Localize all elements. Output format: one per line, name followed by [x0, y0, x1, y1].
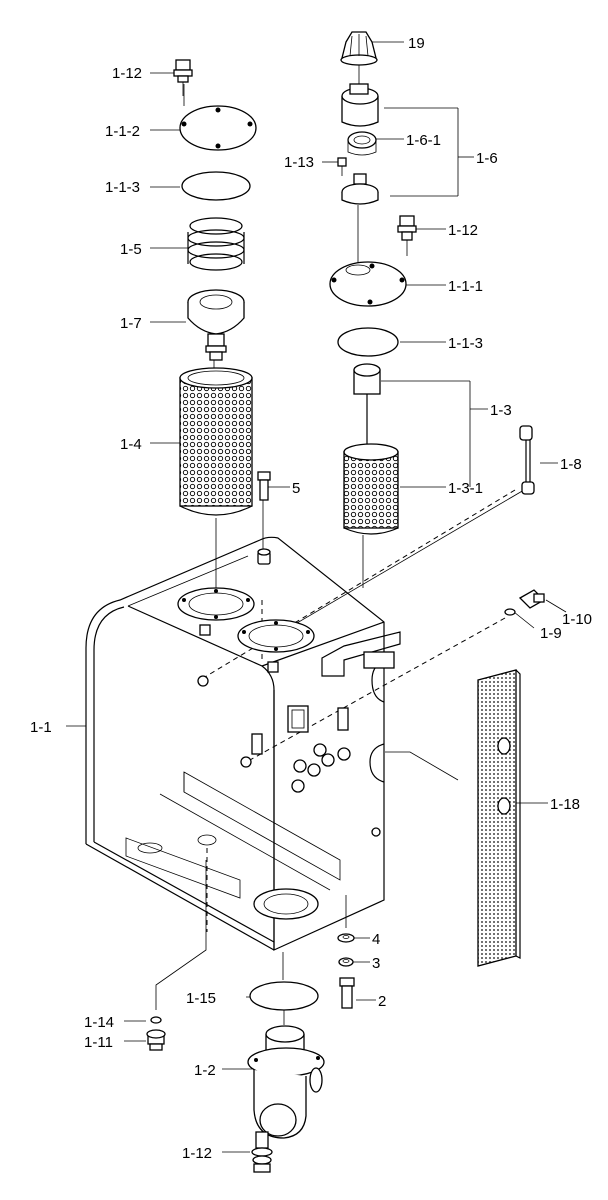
gasket-plate-1-18: [477, 669, 521, 967]
element-1-6-1: [347, 131, 377, 156]
tank-body: [85, 536, 401, 951]
bolt-1-12-mid: [397, 215, 417, 256]
screw-1-13: [337, 157, 347, 176]
washer-4: [337, 933, 355, 943]
level-gauge-1-8: [519, 425, 535, 495]
part-labels: 19 1-12 1-1-2 1-6-1 1-13 1-6 1-1-3 1-5 1…: [30, 35, 592, 1162]
label-4: 4: [372, 931, 380, 948]
breather-1-6: [341, 83, 379, 127]
label-1-13: 1-13: [284, 154, 314, 171]
sensor-1-10: [518, 589, 546, 609]
bolt-2: [339, 977, 355, 1009]
leader-lines: [66, 41, 567, 1153]
label-1-3: 1-3: [490, 402, 512, 419]
spring-1-5: [187, 217, 245, 271]
label-1-6: 1-6: [476, 150, 498, 167]
label-1-12-bottom: 1-12: [182, 1145, 212, 1162]
label-1-1: 1-1: [30, 719, 52, 736]
washer-3: [338, 957, 354, 967]
label-3: 3: [372, 955, 380, 972]
label-1-10: 1-10: [562, 611, 592, 628]
valve-1-7: [187, 289, 245, 361]
label-1-1-1: 1-1-1: [448, 278, 483, 295]
gasket-1-15: [249, 981, 319, 1011]
label-1-1-3-left: 1-1-3: [105, 179, 140, 196]
label-1-8: 1-8: [560, 456, 582, 473]
breather-base-1-6: [341, 173, 379, 205]
label-1-7: 1-7: [120, 315, 142, 332]
label-19: 19: [408, 35, 425, 52]
label-5: 5: [292, 480, 300, 497]
label-1-6-1: 1-6-1: [406, 132, 441, 149]
suction-pipe-1-2: [247, 1025, 325, 1139]
label-2: 2: [378, 993, 386, 1010]
cover-plate-1-1-2: [179, 105, 257, 151]
gasket-1-1-3-left: [181, 171, 251, 201]
oring-1-14: [150, 1016, 162, 1024]
label-1-12-top: 1-12: [112, 65, 142, 82]
oring-1-9: [504, 608, 516, 616]
strainer-1-4: [179, 367, 253, 516]
cap-19: [340, 31, 378, 66]
label-1-1-2: 1-1-2: [105, 123, 140, 140]
label-1-15: 1-15: [186, 990, 216, 1007]
bolt-5: [257, 471, 271, 501]
return-filter-1-3: [343, 363, 399, 535]
bolt-1-12-top: [173, 59, 193, 96]
label-1-14: 1-14: [84, 1014, 114, 1031]
label-1-4: 1-4: [120, 436, 142, 453]
bolt-1-12-bottom: [251, 1131, 273, 1173]
label-1-1-3-right: 1-1-3: [448, 335, 483, 352]
label-1-5: 1-5: [120, 241, 142, 258]
plug-1-11: [146, 1029, 166, 1051]
label-1-3-1: 1-3-1: [448, 480, 483, 497]
label-1-12-mid: 1-12: [448, 222, 478, 239]
label-1-2: 1-2: [194, 1062, 216, 1079]
cover-1-1-1: [329, 261, 407, 307]
gasket-1-1-3-right: [337, 327, 399, 357]
label-1-18: 1-18: [550, 796, 580, 813]
label-1-11: 1-11: [84, 1034, 113, 1051]
label-1-9: 1-9: [540, 625, 562, 642]
